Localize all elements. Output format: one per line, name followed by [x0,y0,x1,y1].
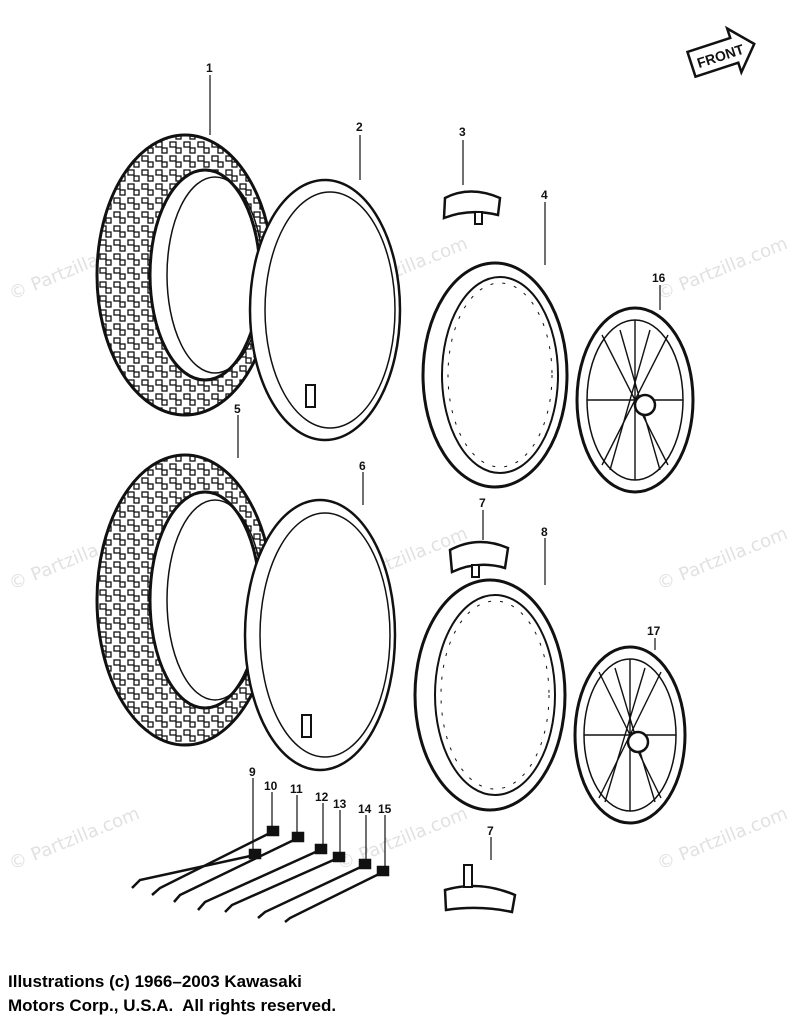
watermark: © Partzilla.com [334,803,471,875]
callout-2: 2 [356,120,363,134]
rim-rear [413,578,567,812]
callout-13: 13 [333,797,347,811]
watermark: © Partzilla.com [6,803,143,875]
spoke-set [131,825,390,923]
callout-9: 9 [249,765,256,779]
callout-16: 16 [652,271,666,285]
caption-line-2: Motors Corp., U.S.A. All rights reserved… [8,996,337,1015]
leader-lines [209,75,661,867]
callout-17: 17 [647,624,661,638]
callout-15: 15 [378,802,392,816]
watermark: © Partzilla.com [654,233,791,305]
callout-14: 14 [358,802,372,816]
watermark: © Partzilla.com [654,803,791,875]
rim-band-front [442,190,502,225]
callout-7-lower: 7 [487,824,494,838]
rim-band-rear [448,540,510,578]
callout-11: 11 [290,782,303,796]
callout-4: 4 [541,188,548,202]
callout-6: 6 [359,459,366,473]
wheel-assembly-front [575,306,695,494]
tire-front [95,133,275,417]
watermark: © Partzilla.com [654,523,791,595]
callout-7: 7 [479,496,486,510]
front-arrow-icon: FRONT [685,25,756,79]
valve-cover [443,864,517,914]
callout-1: 1 [206,61,213,75]
inner-tube-front [248,178,402,442]
callout-5: 5 [234,402,241,416]
wheel-assembly-rear [573,645,687,825]
callout-8: 8 [541,525,548,539]
caption-line-1: Illustrations (c) 1966–2003 Kawasaki [8,972,302,991]
callout-labels: 1 2 3 4 5 6 7 8 9 10 11 12 13 14 15 16 1… [206,61,666,838]
callout-12: 12 [315,790,329,804]
callout-3: 3 [459,125,466,139]
callout-10: 10 [264,779,278,793]
copyright-caption: Illustrations (c) 1966–2003 Kawasaki Mot… [8,970,608,1018]
inner-tube-rear [243,498,397,772]
rim-front [421,261,569,489]
